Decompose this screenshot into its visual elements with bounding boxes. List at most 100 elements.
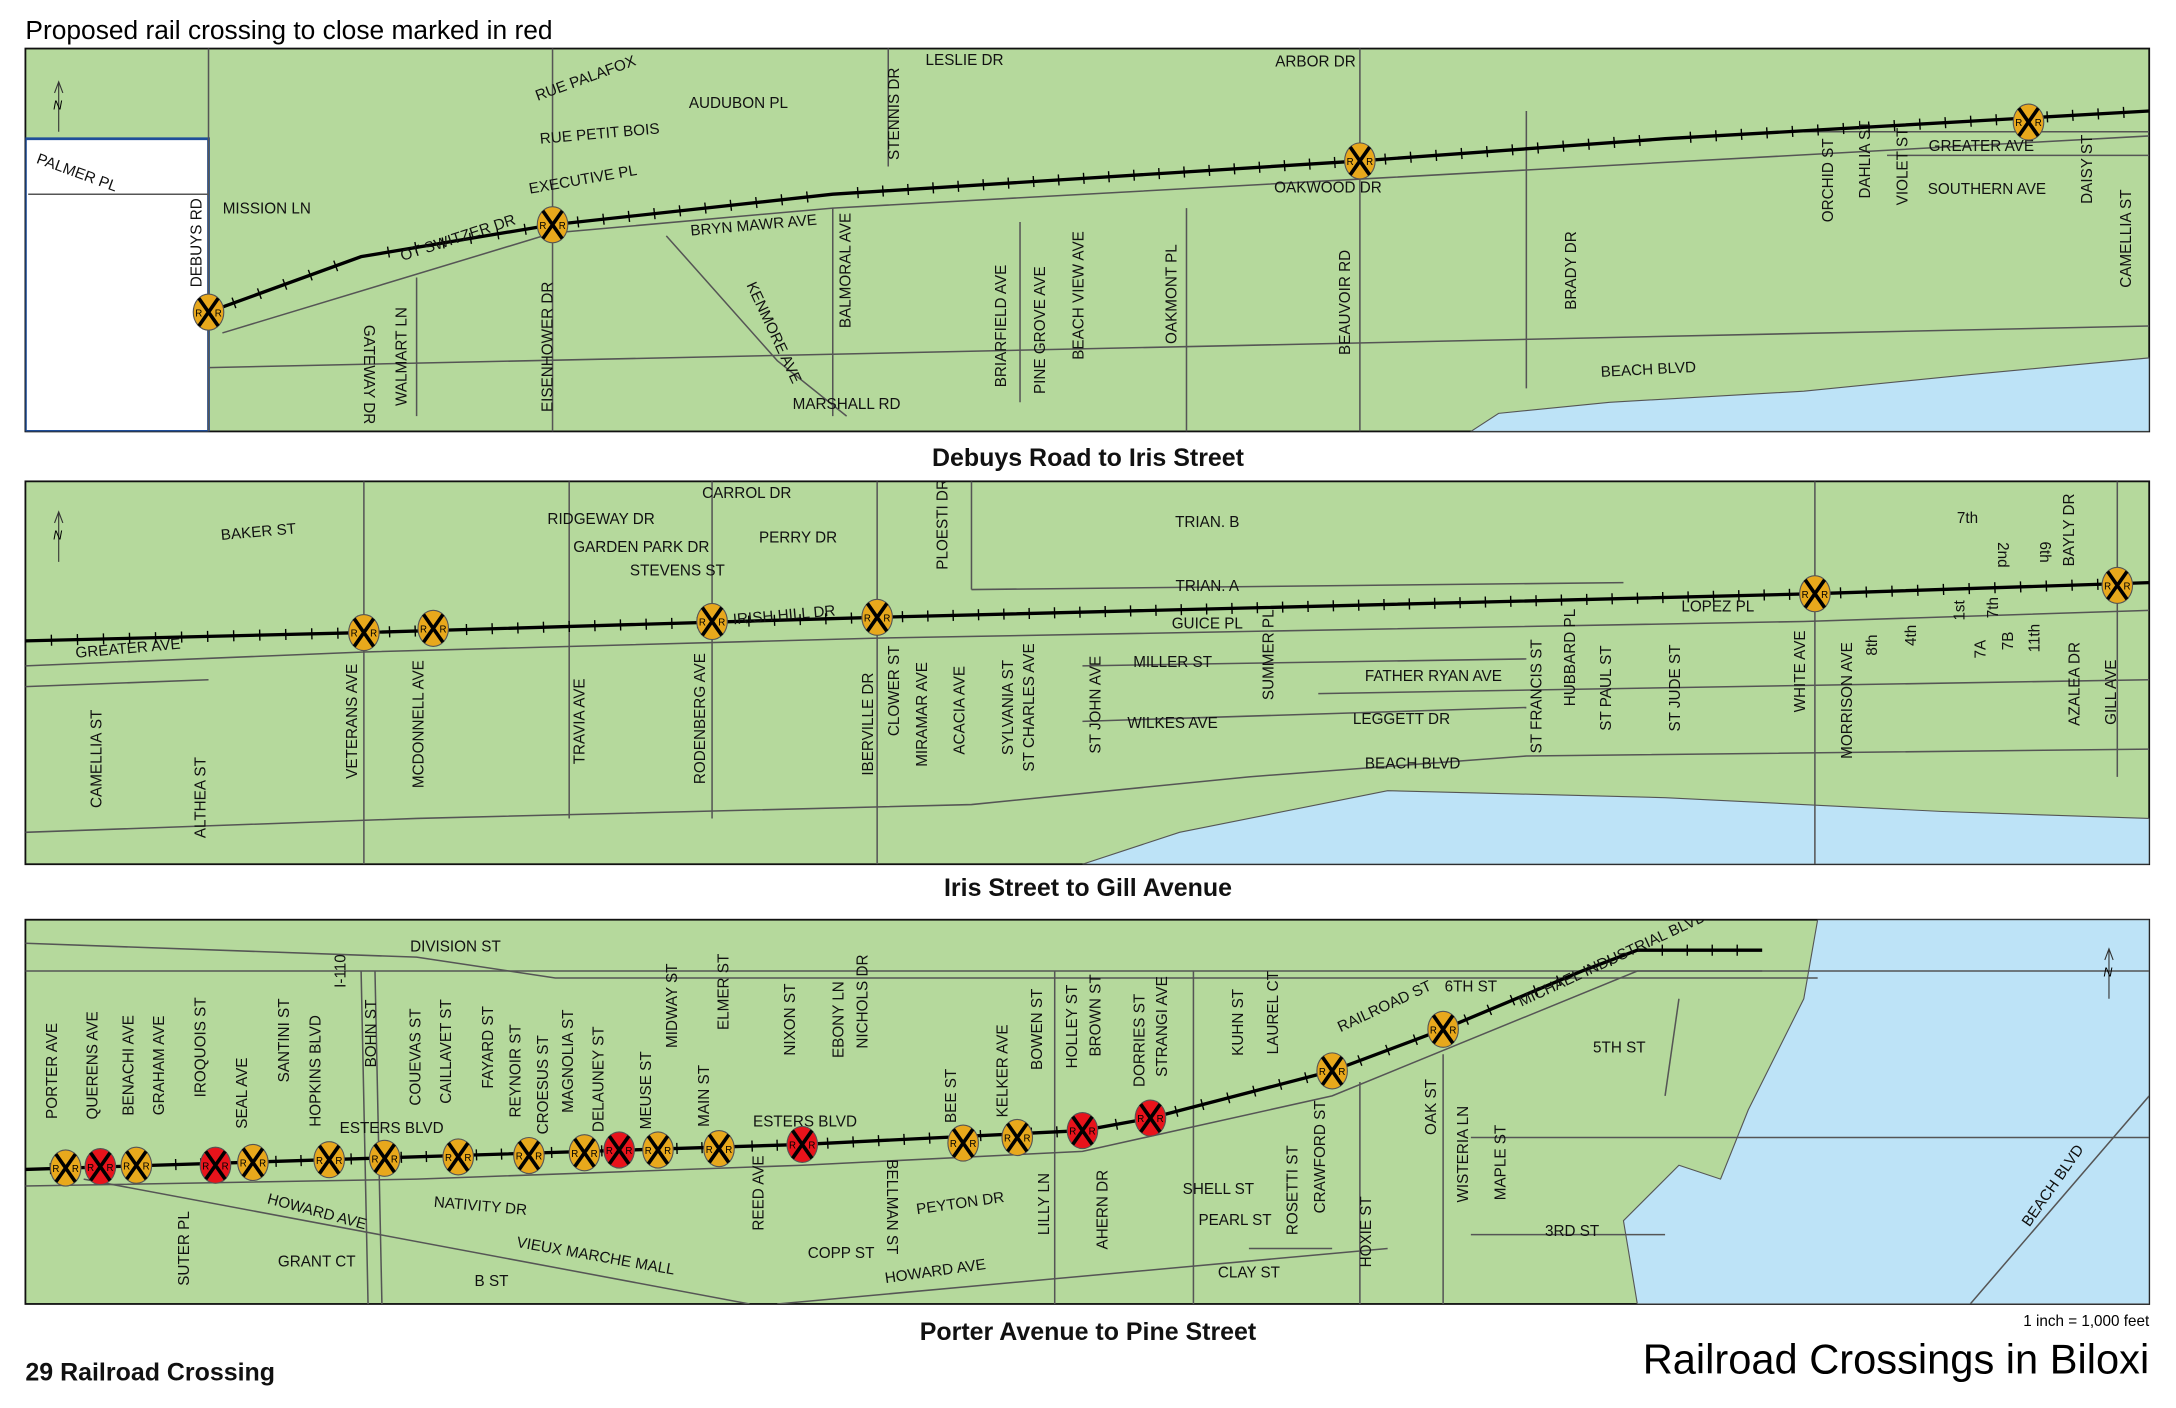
rail-tie xyxy=(2122,106,2125,119)
rail-tie xyxy=(441,237,445,249)
header-note: Proposed rail crossing to close marked i… xyxy=(25,15,552,45)
svg-text:R: R xyxy=(883,613,890,624)
rail-tie xyxy=(852,1136,855,1148)
rail-tie xyxy=(307,269,313,281)
street-label: BROWN ST xyxy=(1087,974,1104,1056)
road-line xyxy=(1082,706,1527,723)
crossing-count: 29 Railroad Crossing xyxy=(25,1358,275,1386)
rail-tie xyxy=(1460,147,1463,160)
street-label: RIDGEWAY DR xyxy=(547,511,654,528)
street-label: BEACH BLVD xyxy=(1600,359,1696,381)
street-label: BEACH VIEW AVE xyxy=(1071,231,1088,360)
svg-text:R: R xyxy=(391,1154,398,1165)
street-label: CAILLAVET ST xyxy=(438,999,455,1104)
street-label: MIDWAY ST xyxy=(664,963,681,1047)
svg-text:R: R xyxy=(571,1149,578,1160)
street-label: GATEWAY DR xyxy=(360,325,377,424)
svg-text:R: R xyxy=(950,1139,957,1150)
street-label: BAYLY DR xyxy=(2061,493,2078,566)
rail-tie xyxy=(1485,146,1489,158)
svg-text:R: R xyxy=(195,308,202,319)
street-label: EISENHOWER DR xyxy=(539,282,556,412)
rail-tie xyxy=(1893,119,1896,132)
street-label: MEUSE ST xyxy=(638,1051,655,1129)
svg-text:R: R xyxy=(72,1164,79,1175)
street-label: LAUREL CT xyxy=(1265,971,1282,1054)
street-label: ST CHARLES AVE xyxy=(1021,643,1038,771)
rail-tie xyxy=(2046,111,2049,123)
rail-tie xyxy=(333,260,339,272)
svg-text:R: R xyxy=(222,1161,229,1172)
street-label: NIXON ST xyxy=(782,984,799,1056)
svg-text:N: N xyxy=(2103,966,2113,980)
rail-tie xyxy=(282,278,288,290)
street-label: FATHER RYAN AVE xyxy=(1365,668,1502,685)
street-label: 7A xyxy=(1972,639,1989,658)
street-label: HUBBARD PL xyxy=(1562,609,1579,706)
street-label: NICHOLS DR xyxy=(854,955,871,1049)
rail-tie xyxy=(1740,128,1743,140)
rail-tie xyxy=(414,241,418,254)
road-line xyxy=(777,1247,1388,1304)
street-label: 2nd xyxy=(1994,542,2011,567)
street-label: LOPEZ PL xyxy=(1681,599,1754,616)
street-label: BAKER ST xyxy=(220,520,297,544)
street-label: IBERVILLE DR xyxy=(860,673,877,776)
svg-text:R: R xyxy=(1347,157,1354,168)
svg-text:R: R xyxy=(789,1141,796,1152)
road-line xyxy=(665,235,848,417)
rail-tie xyxy=(1385,1044,1391,1056)
street-label: AZALEA DR xyxy=(2067,642,2084,726)
rail-tie xyxy=(903,1133,906,1145)
street-label: DIVISION ST xyxy=(410,938,501,955)
rail-tie xyxy=(1532,985,1539,996)
street-label: 5TH ST xyxy=(1593,1040,1646,1057)
street-label: MILLER ST xyxy=(1133,654,1212,671)
svg-text:R: R xyxy=(1338,1067,1345,1078)
rail-tie xyxy=(780,194,784,206)
street-label: RODENBERG AVE xyxy=(692,653,709,784)
svg-text:R: R xyxy=(969,1139,976,1150)
street-label: IROQUOIS ST xyxy=(193,997,210,1097)
street-label: ST PAUL ST xyxy=(1598,645,1615,730)
svg-text:R: R xyxy=(351,629,358,640)
street-label: STEVENS ST xyxy=(630,563,725,580)
street-label: BENACHI AVE xyxy=(120,1015,137,1116)
north-arrow-icon: N xyxy=(53,80,64,132)
street-label: 6th xyxy=(2036,542,2053,563)
svg-text:R: R xyxy=(1366,157,1373,168)
rail-tie xyxy=(826,1137,829,1149)
